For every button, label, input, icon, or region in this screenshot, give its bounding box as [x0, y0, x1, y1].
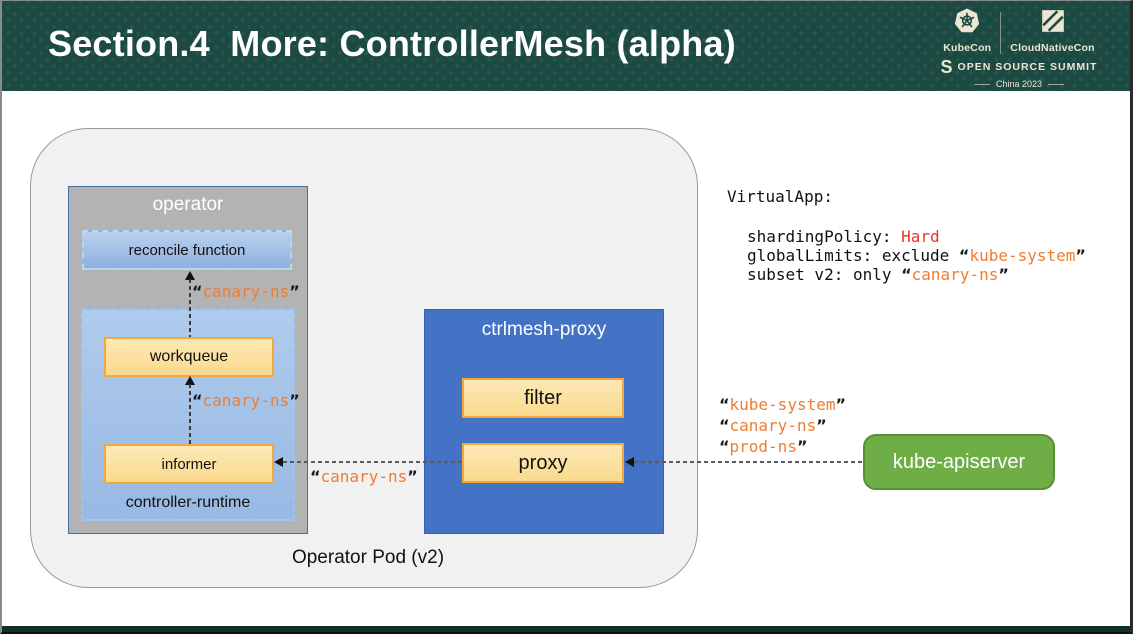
sharding-policy-line: shardingPolicy: Hard [747, 227, 940, 246]
cloudnativecon-logo: CloudNativeCon [1010, 8, 1095, 54]
arrow-up-to-workqueue-icon [185, 376, 195, 385]
event-row: China 2023 [926, 79, 1112, 89]
proxy-box: proxy [462, 443, 624, 483]
logo-row: KubeCon CloudNativeCon [926, 8, 1112, 54]
namespace-item: “prod-ns” [719, 437, 808, 456]
arrow-up-to-reconcile-icon [185, 271, 195, 280]
logo-divider [1000, 12, 1002, 54]
page-title: Section.4 More: ControllerMesh (alpha) [48, 23, 736, 64]
virtualapp-code-block: VirtualApp: shardingPolicy: Hard globalL… [727, 187, 1086, 284]
ctrlmesh-proxy-title: ctrlmesh-proxy [481, 319, 607, 340]
filter-box: filter [462, 378, 624, 418]
bottom-bar [2, 626, 1130, 632]
open-source-summit-icon: S [940, 57, 953, 77]
canary-ns-label-proxy: “canary-ns” [310, 467, 418, 486]
right-dash [1048, 83, 1065, 85]
kubernetes-helm-icon [954, 8, 980, 39]
workqueue-box: workqueue [104, 337, 274, 377]
cloudnativecon-label: CloudNativeCon [1010, 42, 1095, 54]
arrow-apiserver-to-proxy [634, 461, 863, 463]
kube-apiserver-label: kube-apiserver [892, 450, 1026, 473]
arrow-proxy-to-informer [283, 461, 461, 463]
informer-label: informer [161, 455, 217, 473]
operator-pod-label: Operator Pod (v2) [291, 547, 445, 568]
arrow-left-to-proxy-icon [625, 457, 634, 467]
global-limits-line: globalLimits: exclude “kube-system” [747, 246, 1086, 265]
reconcile-function-box: reconcile function [82, 230, 292, 270]
canary-ns-label-reconcile: “canary-ns” [192, 282, 300, 301]
arrow-informer-to-workqueue [189, 384, 191, 444]
summit-label: OPEN SOURCE SUMMIT [957, 61, 1098, 73]
header-banner: Section.4 More: ControllerMesh (alpha) [2, 1, 1130, 91]
workqueue-label: workqueue [149, 348, 229, 365]
controller-runtime-label: controller-runtime [125, 494, 251, 511]
conference-logos: KubeCon CloudNativeCon S OPEN S [926, 8, 1112, 89]
global-limits-value: kube-system [969, 246, 1076, 265]
arrow-left-to-informer-icon [274, 457, 283, 467]
code-gap [727, 206, 1086, 227]
apiserver-namespaces-list: “kube-system” “canary-ns” “prod-ns” [719, 395, 846, 458]
namespace-item: “kube-system” [719, 395, 846, 414]
kube-apiserver-box: kube-apiserver [863, 434, 1055, 490]
informer-box: informer [104, 444, 274, 484]
proxy-label: proxy [518, 451, 568, 474]
sharding-policy-value: Hard [901, 227, 940, 246]
kubecon-logo: KubeCon [943, 8, 991, 54]
canary-ns-label-workqueue: “canary-ns” [192, 391, 300, 410]
ctrlmesh-proxy-box: ctrlmesh-proxy [424, 309, 664, 534]
subset-value: canary-ns [911, 265, 999, 284]
arrow-informerchain-to-reconcile [189, 279, 191, 337]
subset-line: subset v2: only “canary-ns” [747, 265, 1009, 284]
cloudnativecon-icon [1040, 8, 1066, 39]
filter-label: filter [524, 386, 562, 409]
namespace-item: “canary-ns” [719, 416, 827, 435]
virtualapp-title: VirtualApp: [727, 187, 833, 206]
operator-title: operator [152, 194, 224, 215]
summit-row: S OPEN SOURCE SUMMIT [926, 57, 1112, 77]
event-label: China 2023 [995, 79, 1043, 89]
left-dash [973, 83, 990, 85]
reconcile-function-label: reconcile function [128, 241, 246, 259]
kubecon-label: KubeCon [943, 42, 992, 54]
